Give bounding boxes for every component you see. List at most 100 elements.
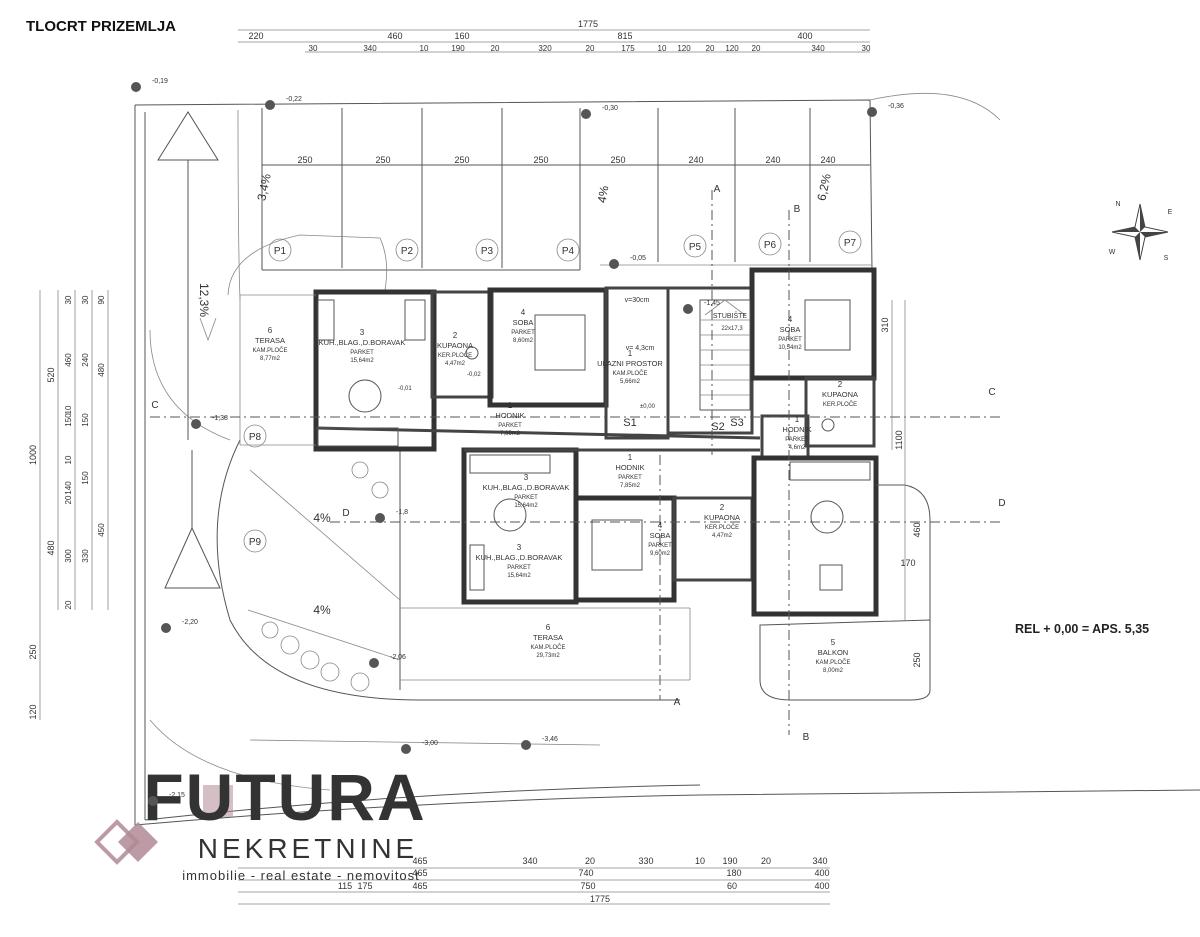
parking-space-marker <box>395 238 419 262</box>
room-area: 10,54m2 <box>778 345 802 351</box>
level-marker <box>581 109 591 119</box>
parking-space-label: P2 <box>401 246 414 257</box>
room-finish: PARKET <box>785 437 809 443</box>
parking-width: 250 <box>375 155 390 165</box>
slope-label: 3,4% <box>254 172 273 202</box>
parking-width: 240 <box>820 155 835 165</box>
ceiling-note: v=30cm <box>625 297 650 304</box>
dim-top-row3: 190 <box>451 44 465 53</box>
level-marker <box>161 623 171 633</box>
level-marker <box>148 796 158 806</box>
dim-left-col2: 10 <box>64 455 73 464</box>
elevation-label: -2,06 <box>390 654 406 661</box>
dim-left-col4: 450 <box>97 523 106 537</box>
furniture <box>317 299 871 591</box>
room-number: 3 <box>517 543 522 552</box>
room-area: 4,6m2 <box>789 445 806 451</box>
parking-width: 250 <box>454 155 469 165</box>
parking-area <box>149 108 872 441</box>
room-area: 5,66m2 <box>620 379 641 385</box>
room-number: 4 <box>658 521 663 530</box>
elevation-label: -1,45 <box>704 300 720 307</box>
dim-bottom-row2: 740 <box>578 868 593 878</box>
level-marker <box>375 513 385 523</box>
level-marker <box>369 658 379 668</box>
dim-top-row3: 320 <box>538 44 552 53</box>
dim-right: 460 <box>912 522 922 537</box>
room-finish: KER.PLOČE <box>438 352 472 359</box>
dim-bottom-row1: 20 <box>585 856 595 866</box>
dim-bottom-row2: 465 <box>412 868 427 878</box>
elevation-label: -0,30 <box>602 105 618 112</box>
dim-bottom-row3: 115 <box>338 881 352 891</box>
elevation-label: -1,8 <box>396 509 408 516</box>
dim-bottom-row3: 400 <box>814 881 829 891</box>
elevation-label: -0,19 <box>152 78 168 85</box>
parking-space-label: P5 <box>689 242 702 253</box>
room-area: 15,64m2 <box>507 573 531 579</box>
parking-space-marker <box>838 230 862 254</box>
room-area: 7,65m2 <box>500 431 521 437</box>
dim-bottom-row3: 60 <box>727 881 737 891</box>
parking-space-label: P1 <box>274 246 287 257</box>
dim-left-col3: 240 <box>81 353 90 367</box>
dim-left-col2: 20 <box>64 600 73 609</box>
room-finish: PARKET <box>648 543 672 549</box>
dim-left-col3: 150 <box>81 471 90 485</box>
level-marker <box>609 259 619 269</box>
opening-label: S1 <box>623 417 636 429</box>
elevation-label: -3,46 <box>542 736 558 743</box>
dim-bottom-row2: 180 <box>726 868 741 878</box>
dim-left-col2: 20 <box>64 495 73 504</box>
dim-top-row3: 10 <box>658 44 667 53</box>
building-walls <box>239 267 931 701</box>
dim-top-row3: 10 <box>420 44 429 53</box>
dim-top-row2: 220 <box>248 31 263 41</box>
dim-bottom-row1: 340 <box>812 856 827 866</box>
opening-label: S2 <box>711 421 724 433</box>
room-area: 15,64m2 <box>514 503 538 509</box>
parking-space-marker <box>758 232 782 256</box>
room-name: KUH.,BLAG.,D.BORAVAK <box>319 338 406 347</box>
parking-width: 240 <box>765 155 780 165</box>
parking-space-marker <box>683 234 707 258</box>
room-finish: PARKET <box>350 350 374 356</box>
parking-space-label: P9 <box>249 537 262 548</box>
room-area: 9,60m2 <box>650 551 671 557</box>
logo-tagline: immobilie - real estate - nemovitost <box>182 868 420 883</box>
section-mark: D <box>998 498 1005 509</box>
balcony-dimension: 170 <box>900 558 915 568</box>
dim-top-row3: 20 <box>752 44 761 53</box>
staircase <box>699 299 751 411</box>
room-finish: KER.PLOČE <box>823 401 857 408</box>
dim-left-col3: 150 <box>81 413 90 427</box>
level-marker <box>867 107 877 117</box>
level-marker <box>131 82 141 92</box>
room-area: 29,73m2 <box>536 653 560 659</box>
dim-top-row3: 20 <box>586 44 595 53</box>
room-area: 8,60m2 <box>513 338 534 344</box>
dim-left-col1: 520 <box>46 367 56 382</box>
dim-top-row2: 460 <box>387 31 402 41</box>
level-marker <box>191 419 201 429</box>
ceiling-note: v= 4,3cm <box>626 345 655 352</box>
dimension-lines <box>39 29 906 905</box>
section-mark: B <box>803 732 810 743</box>
logo-line2: NEKRETNINE <box>198 833 418 864</box>
room-number: 3 <box>360 328 365 337</box>
room-name: SOBA <box>650 531 671 540</box>
dim-top-total: 1775 <box>578 19 598 29</box>
room-area: 7,85m2 <box>620 483 641 489</box>
section-mark: A <box>674 697 681 708</box>
room-name: KUH.,BLAG.,D.BORAVAK <box>483 483 570 492</box>
room-finish: KER.PLOČE <box>705 524 739 531</box>
room-name: ULAZNI PROSTOR <box>597 359 663 368</box>
room-area: 8,77m2 <box>260 356 281 362</box>
stair-steps: 22x17,3 <box>721 326 743 332</box>
elevation-label: -2,20 <box>182 619 198 626</box>
room-name: SOBA <box>780 325 801 334</box>
dim-left-col1: 480 <box>46 540 56 555</box>
dim-left-col3: 30 <box>81 295 90 304</box>
compass-rose <box>1111 203 1169 261</box>
dim-left-col2: 30 <box>64 295 73 304</box>
